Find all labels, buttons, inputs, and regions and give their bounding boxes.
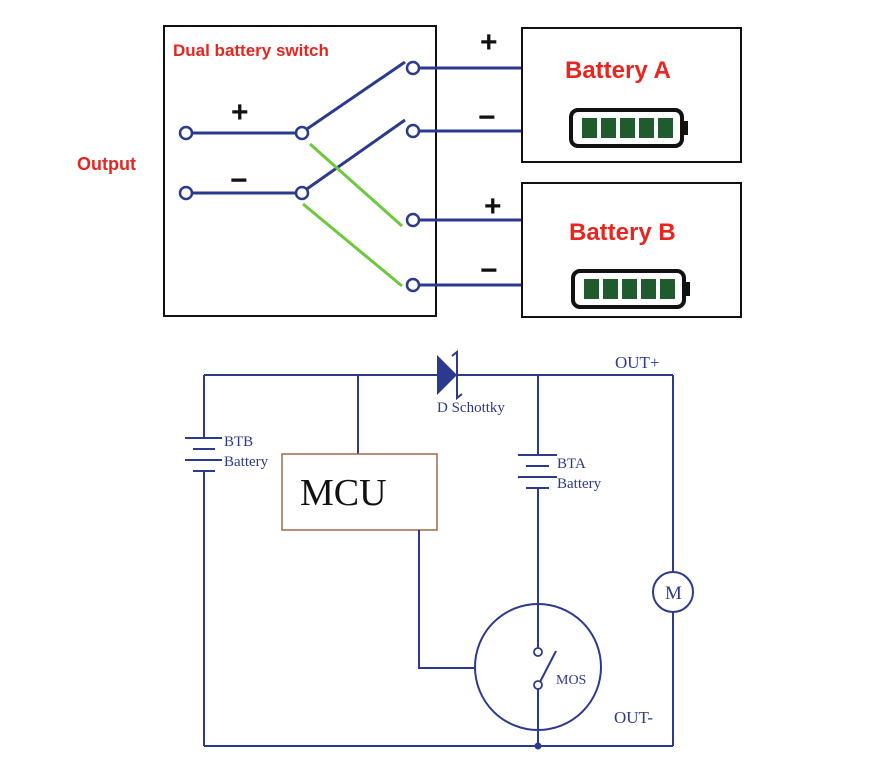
out-minus-label: OUT-: [614, 708, 653, 727]
battery-a-cell: [582, 118, 597, 138]
terminal-b-minus: [405, 277, 421, 293]
blade-pivot-minus: [294, 185, 310, 201]
bta-type-label: Battery: [557, 476, 602, 492]
switch-blade-plus: [303, 60, 406, 133]
mcu-gate-wire: [418, 530, 474, 669]
switch-blade-minus: [303, 118, 406, 193]
btb-type-label: Battery: [224, 454, 269, 470]
circuit-schematic: D Schottky OUT+ BTB Battery MCU BTA Batt…: [185, 349, 694, 750]
mcu-box: [281, 453, 438, 531]
terminal-b-plus: [405, 212, 421, 228]
mechanical-link-minus: [302, 202, 403, 288]
battery-a-cell: [658, 118, 673, 138]
battery-a-plus-sign: +: [480, 26, 498, 59]
bta-battery-symbol: [518, 454, 557, 489]
btb-name-label: BTB: [224, 434, 253, 450]
mechanical-link-plus: [309, 142, 403, 228]
battery-a-minus-sign: −: [478, 101, 496, 134]
battery-b-box: [521, 182, 742, 318]
terminal-a-minus: [405, 123, 421, 139]
battery-b-minus-sign: −: [480, 254, 498, 287]
input-plus-sign: +: [231, 96, 249, 129]
bta-name-label: BTA: [557, 456, 586, 472]
battery-a-label: Battery A: [565, 57, 671, 84]
diode-label: D Schottky: [437, 400, 505, 416]
output-minus-terminal: [178, 185, 194, 201]
switch-label: Dual battery switch: [173, 41, 329, 60]
battery-b-icon: [571, 269, 690, 309]
mos-label: MOS: [556, 673, 586, 688]
battery-a-cell: [601, 118, 616, 138]
battery-b-cell: [660, 279, 675, 299]
switch-terminals: [178, 60, 421, 293]
ground-junction-dot: [534, 742, 542, 750]
battery-b-plus-sign: +: [484, 190, 502, 223]
terminal-a-plus: [405, 60, 421, 76]
battery-a-cell: [620, 118, 635, 138]
mcu-label: MCU: [300, 472, 387, 514]
battery-b-cell: [584, 279, 599, 299]
battery-a-cell: [639, 118, 654, 138]
schottky-diode: [437, 349, 463, 401]
battery-a-box: [521, 27, 742, 163]
output-plus-terminal: [178, 125, 194, 141]
battery-b-label: Battery B: [569, 219, 676, 246]
switch-box: [163, 25, 437, 317]
battery-a-icon: [569, 108, 688, 148]
battery-b-cell: [641, 279, 656, 299]
motor-label: M: [665, 583, 682, 604]
out-plus-label: OUT+: [615, 353, 660, 372]
output-label: Output: [77, 154, 136, 174]
blade-pivot-plus: [294, 125, 310, 141]
battery-b-cell: [622, 279, 637, 299]
battery-b-cell: [603, 279, 618, 299]
input-minus-sign: −: [230, 164, 248, 197]
dual-battery-switch-section: Output Dual battery switch + −: [77, 25, 742, 318]
btb-battery-symbol: [185, 437, 222, 472]
